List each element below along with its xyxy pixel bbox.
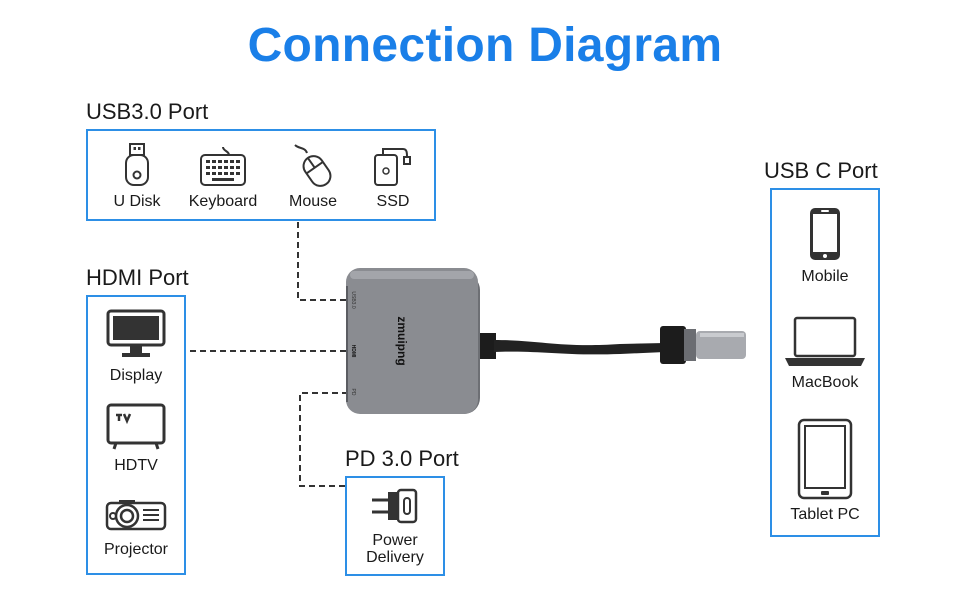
- hdmi-device-box: Display HDTV Projector: [86, 295, 186, 575]
- usb3-item-udisk: U Disk: [102, 143, 172, 210]
- hdmi-item-label: Projector: [103, 541, 169, 558]
- projector-icon: [105, 500, 167, 531]
- mouse-icon: [294, 144, 332, 187]
- usb3-item-keyboard: Keyboard: [180, 143, 266, 210]
- usb3-item-label: Mouse: [288, 193, 338, 210]
- usbc-item-mobile: Mobile: [772, 206, 878, 285]
- usbc-item-macbook: MacBook: [772, 316, 878, 391]
- hdmi-item-display: Display: [88, 309, 184, 384]
- usbc-item-label: MacBook: [791, 374, 859, 391]
- hdmi-item-projector: Projector: [88, 497, 184, 558]
- keyboard-icon: [200, 146, 246, 186]
- hdmi-item-hdtv: HDTV: [88, 403, 184, 474]
- pd-item-label-line2: Delivery: [366, 549, 424, 566]
- usb3-port-label: USB3.0 Port: [86, 99, 209, 124]
- hdmi-item-label: Display: [109, 367, 163, 384]
- tablet-icon: [797, 418, 853, 500]
- pd-item-power-delivery: Power Delivery: [347, 488, 443, 566]
- usb3-item-mouse: Mouse: [278, 143, 348, 210]
- smartphone-icon: [810, 208, 840, 260]
- pd-port-label: PD 3.0 Port: [345, 446, 459, 471]
- usbc-item-tablet: Tablet PC: [772, 418, 878, 523]
- hdmi-port-label: HDMI Port: [86, 265, 189, 290]
- ssd-icon: [374, 148, 411, 186]
- pd-connector-line: [299, 392, 348, 487]
- usb3-connector-line: [297, 222, 348, 301]
- hub-port-label-usb3: USB3.0: [350, 291, 356, 309]
- laptop-icon: [785, 316, 865, 366]
- usb-c-cable: [478, 326, 746, 364]
- usbc-item-label: Mobile: [801, 268, 849, 285]
- power-plug-icon: [372, 488, 418, 524]
- usbc-port-label: USB C Port: [764, 158, 878, 183]
- usb-disk-icon: [125, 143, 149, 186]
- usb3-item-ssd: SSD: [356, 143, 430, 210]
- monitor-icon: [106, 309, 166, 357]
- usbc-item-label: Tablet PC: [790, 506, 860, 523]
- usb3-device-box: U Disk Keyboard Mouse: [86, 129, 436, 221]
- usb3-item-label: SSD: [376, 193, 410, 210]
- pd-item-label-line1: Power: [372, 532, 418, 549]
- hub-port-label-hdmi: HDMI: [350, 344, 356, 358]
- usb3-item-label: U Disk: [113, 193, 161, 210]
- page-title: Connection Diagram: [247, 19, 723, 72]
- hdmi-item-label: HDTV: [114, 457, 158, 474]
- pd-device-box: Power Delivery: [345, 476, 445, 576]
- usb-c-hub: [346, 268, 480, 414]
- tv-icon: [106, 403, 166, 450]
- usbc-device-box: Mobile MacBook Tablet PC: [770, 188, 880, 537]
- usb3-item-label: Keyboard: [188, 193, 258, 210]
- hub-port-label-pd: PD: [350, 388, 356, 396]
- hub-brand-logo: zmuipng: [395, 316, 409, 366]
